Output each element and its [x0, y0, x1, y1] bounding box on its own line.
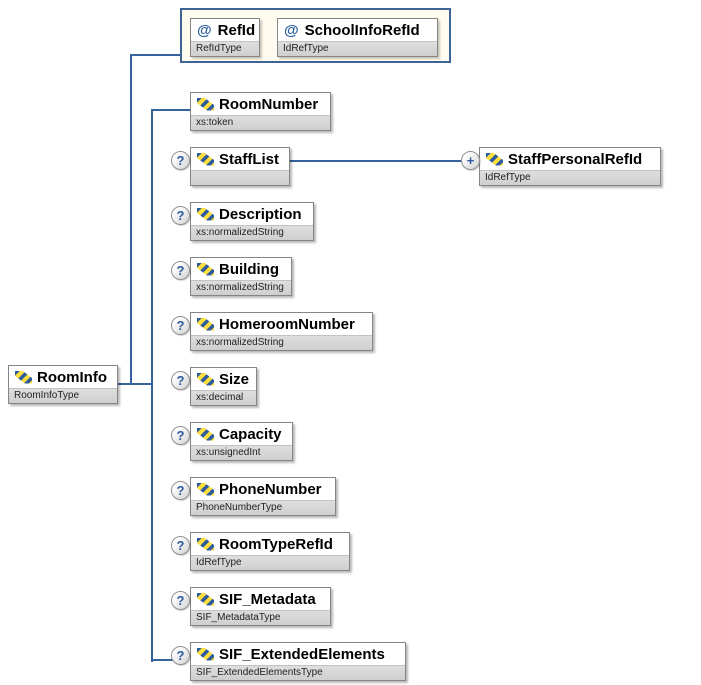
- element-icon: [197, 152, 214, 166]
- attribute-name: SchoolInfoRefId: [304, 21, 420, 39]
- element-name: StaffList: [219, 150, 279, 168]
- element-box-stafflist[interactable]: StaffList: [190, 147, 290, 186]
- element-icon: [197, 97, 214, 111]
- element-box-staffpersonalrefid[interactable]: StaffPersonalRefId IdRefType: [479, 147, 661, 186]
- attribute-icon: @: [197, 21, 212, 39]
- element-icon: [197, 592, 214, 606]
- element-name: Building: [219, 260, 279, 278]
- element-name: SIF_ExtendedElements: [219, 645, 385, 663]
- element-icon: [197, 207, 214, 221]
- element-name: RoomTypeRefId: [219, 535, 333, 553]
- attribute-title: @ SchoolInfoRefId: [278, 19, 437, 41]
- attribute-icon: @: [284, 21, 299, 39]
- element-icon: [197, 317, 214, 331]
- connector-children-trunk: [151, 109, 153, 662]
- element-box-size[interactable]: Size xs:decimal: [190, 367, 257, 406]
- optional-indicator: ?: [171, 316, 190, 335]
- optional-indicator: ?: [171, 261, 190, 280]
- element-name: PhoneNumber: [219, 480, 322, 498]
- element-box-phonenumber[interactable]: PhoneNumber PhoneNumberType: [190, 477, 336, 516]
- element-name: SIF_Metadata: [219, 590, 316, 608]
- element-box-roominfo[interactable]: RoomInfo RoomInfoType: [8, 365, 118, 404]
- element-name: RoomInfo: [37, 368, 107, 386]
- connector-attr-vertical: [130, 54, 132, 385]
- element-name: Description: [219, 205, 302, 223]
- optional-indicator: ?: [171, 536, 190, 555]
- connector-root-trunk: [117, 383, 153, 385]
- optional-indicator: ?: [171, 371, 190, 390]
- element-icon: [197, 427, 214, 441]
- optional-indicator: ?: [171, 426, 190, 445]
- element-box-capacity[interactable]: Capacity xs:unsignedInt: [190, 422, 293, 461]
- element-type: xs:normalizedString: [191, 225, 313, 240]
- element-icon: [197, 647, 214, 661]
- element-icon: [197, 482, 214, 496]
- element-box-building[interactable]: Building xs:normalizedString: [190, 257, 292, 296]
- element-type: xs:normalizedString: [191, 335, 372, 350]
- element-type: PhoneNumberType: [191, 500, 335, 515]
- element-type: SIF_MetadataType: [191, 610, 330, 625]
- element-box-homeroomnumber[interactable]: HomeroomNumber xs:normalizedString: [190, 312, 373, 351]
- connector-stafflist-child: [290, 160, 463, 162]
- element-type: IdRefType: [480, 170, 660, 185]
- connector-sif-extendedelements: [151, 659, 173, 661]
- element-box-sif-extendedelements[interactable]: SIF_ExtendedElements SIF_ExtendedElement…: [190, 642, 406, 681]
- repeat-indicator: +: [461, 151, 480, 170]
- attributes-group-container: @ RefId RefIdType @ SchoolInfoRefId IdRe…: [180, 8, 451, 63]
- attribute-type: RefIdType: [191, 41, 259, 56]
- element-box-roomtyperefid[interactable]: RoomTypeRefId IdRefType: [190, 532, 350, 571]
- element-name: Size: [219, 370, 250, 388]
- element-type: xs:unsignedInt: [191, 445, 292, 460]
- element-title: RoomInfo: [9, 366, 117, 388]
- connector-attr-horizontal: [130, 54, 180, 56]
- element-box-roomnumber[interactable]: RoomNumber xs:token: [190, 92, 331, 131]
- element-type: xs:decimal: [191, 390, 256, 405]
- element-icon: [197, 537, 214, 551]
- element-box-sif-metadata[interactable]: SIF_Metadata SIF_MetadataType: [190, 587, 331, 626]
- element-name: RoomNumber: [219, 95, 319, 113]
- attribute-box-schoolinforefid[interactable]: @ SchoolInfoRefId IdRefType: [277, 18, 438, 57]
- element-type: [191, 170, 289, 185]
- element-icon: [197, 262, 214, 276]
- optional-indicator: ?: [171, 591, 190, 610]
- attribute-name: RefId: [217, 21, 256, 39]
- element-name: StaffPersonalRefId: [508, 150, 643, 168]
- optional-indicator: ?: [171, 151, 190, 170]
- optional-indicator: ?: [171, 481, 190, 500]
- attribute-title: @ RefId: [191, 19, 259, 41]
- element-type: IdRefType: [191, 555, 349, 570]
- element-name: HomeroomNumber: [219, 315, 355, 333]
- attribute-type: IdRefType: [278, 41, 437, 56]
- element-type: RoomInfoType: [9, 388, 117, 403]
- optional-indicator: ?: [171, 646, 190, 665]
- element-box-description[interactable]: Description xs:normalizedString: [190, 202, 314, 241]
- element-icon: [15, 370, 32, 384]
- element-icon: [486, 152, 503, 166]
- attribute-box-refid[interactable]: @ RefId RefIdType: [190, 18, 260, 57]
- element-name: Capacity: [219, 425, 282, 443]
- element-type: xs:normalizedString: [191, 280, 291, 295]
- element-type: SIF_ExtendedElementsType: [191, 665, 405, 680]
- connector-roomnumber: [151, 109, 190, 111]
- element-icon: [197, 372, 214, 386]
- element-type: xs:token: [191, 115, 330, 130]
- optional-indicator: ?: [171, 206, 190, 225]
